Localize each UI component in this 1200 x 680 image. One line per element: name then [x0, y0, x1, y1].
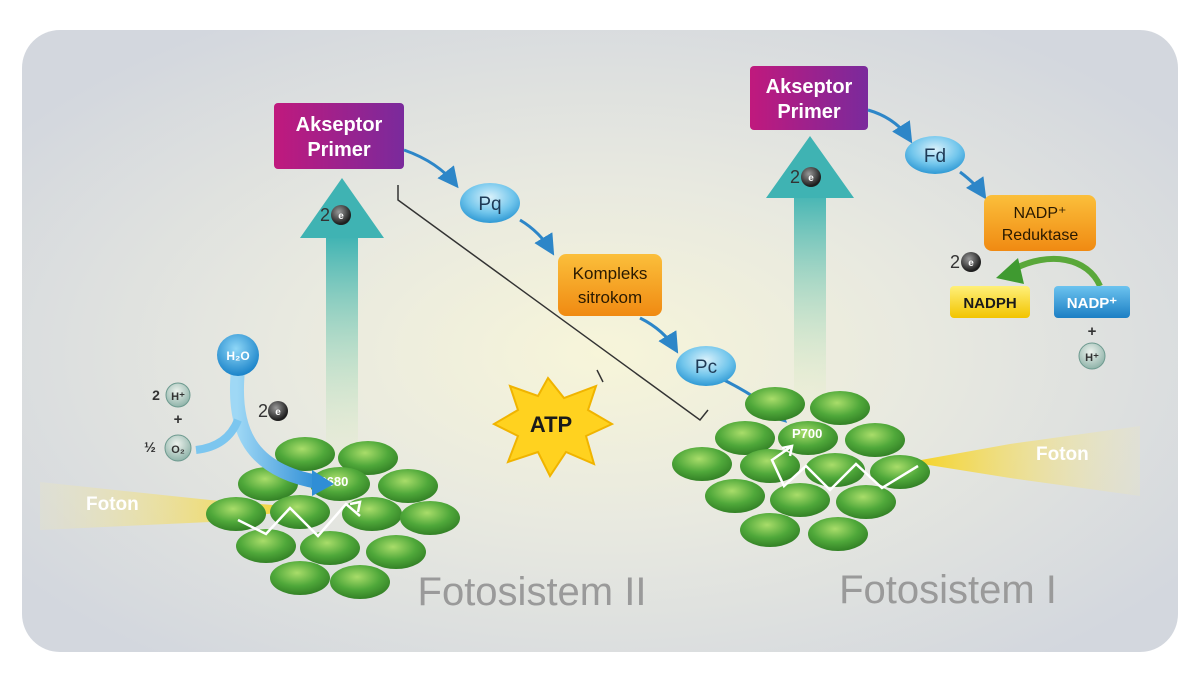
nadph-box — [950, 286, 1030, 318]
electron-count-ps2: 2 — [320, 205, 330, 225]
ferredoxin-carrier — [905, 136, 965, 174]
nadph-label: NADPH — [963, 295, 1016, 312]
acceptor-label-ps2-line2: Primer — [307, 139, 371, 161]
chlorophyll-cluster-ps1 — [672, 387, 930, 551]
electron-icon — [268, 401, 288, 421]
water-molecule — [217, 334, 259, 376]
photon-beam-ps2 — [40, 482, 310, 530]
svg-text:e: e — [808, 173, 814, 184]
oxygen-label: O₂ — [171, 444, 185, 456]
photosystem-2-title: Fotosistem II — [418, 570, 647, 614]
photosystem-1-title: Fotosistem I — [839, 568, 1057, 612]
photon-label-ps2: Foton — [86, 494, 139, 515]
plastoquinone-carrier — [460, 183, 520, 223]
proton-ion — [165, 382, 191, 408]
plus-nadp: + — [1088, 323, 1097, 340]
plastocyanin-carrier — [676, 346, 736, 386]
svg-text:e: e — [275, 407, 281, 418]
proton-ion — [1078, 342, 1106, 370]
electron-icon — [961, 252, 981, 272]
photon-label-ps1: Foton — [1036, 444, 1089, 465]
proton-count-ps2: 2 — [152, 387, 160, 403]
reduction-arrow — [1010, 255, 1103, 288]
proton-label-nadp: H⁺ — [1085, 352, 1099, 364]
transport-bracket — [397, 185, 709, 422]
cytochrome-label-line2: sitrokom — [578, 288, 642, 307]
acceptor-label-ps1-line1: Akseptor — [766, 76, 853, 98]
svg-text:e: e — [338, 211, 344, 222]
pq-label: Pq — [478, 194, 501, 215]
arrow-fd-to-reductase — [959, 170, 987, 200]
svg-text:e: e — [968, 258, 974, 269]
fd-label: Fd — [924, 146, 946, 167]
photon-beam-ps1 — [910, 426, 1140, 496]
primary-acceptor-ps2 — [274, 103, 404, 169]
water-split-arrow — [195, 369, 334, 496]
cytochrome-complex — [558, 254, 662, 316]
arrow-pq-to-cytochrome — [519, 218, 555, 256]
chlorophyll-cluster-ps2 — [206, 437, 460, 599]
oxygen-fraction: ½ — [144, 439, 156, 455]
acceptor-label-ps1-line2: Primer — [777, 101, 841, 123]
arrow-acceptor-to-fd — [867, 108, 913, 144]
atp-label: ATP — [530, 412, 572, 437]
acceptor-label-ps2-line1: Akseptor — [296, 114, 383, 136]
nadph-formation: Fd NADP⁺ Reduktase 2 e NADPH NADP⁺ + H⁺ — [867, 108, 1130, 370]
electron-icon — [801, 167, 821, 187]
electron-up-arrow-ps1 — [766, 136, 854, 400]
plus-ps2: + — [174, 411, 183, 428]
electron-icon — [331, 205, 351, 225]
nadp-box — [1054, 286, 1130, 318]
nadp-label: NADP⁺ — [1067, 295, 1118, 312]
electron-count-nadph: 2 — [950, 252, 960, 272]
diagram-background — [22, 30, 1178, 652]
electron-count-water: 2 — [258, 401, 268, 421]
arrow-cytochrome-to-pc — [639, 316, 679, 354]
oxygen-molecule — [164, 434, 192, 462]
atp-starburst — [491, 376, 615, 478]
photosystem-1: Foton P700 2 e Akseptor Primer Fotosiste — [672, 66, 1140, 612]
electron-transport-chain: Pq Kompleks sitrokom Pc ATP — [397, 148, 788, 478]
pc-label: Pc — [695, 357, 717, 378]
cytochrome-label-line1: Kompleks — [573, 264, 648, 283]
electron-count-ps1: 2 — [790, 167, 800, 187]
primary-acceptor-ps1 — [750, 66, 868, 130]
reaction-center-p700: P700 — [792, 426, 822, 441]
nadp-reductase — [984, 195, 1096, 251]
reductase-label-line2: Reduktase — [1002, 227, 1079, 244]
arrow-acceptor-to-pq — [403, 148, 459, 189]
water-label: H₂O — [226, 349, 249, 363]
proton-label-ps2: H⁺ — [171, 391, 185, 403]
reductase-label-line1: NADP⁺ — [1014, 205, 1067, 222]
photosystem-2: Foton P680 H₂O 2 — [40, 103, 646, 614]
